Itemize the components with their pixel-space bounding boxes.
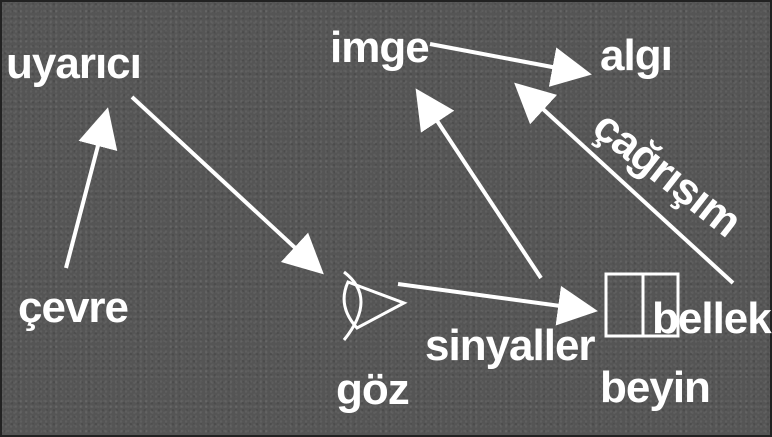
arrow-uyarici-to-goz bbox=[130, 95, 324, 275]
label-goz: göz bbox=[336, 365, 409, 414]
label-beyin: beyin bbox=[600, 363, 710, 412]
label-imge: imge bbox=[330, 23, 429, 72]
arrow-cevre-to-uyarici bbox=[64, 107, 118, 269]
label-algi: algı bbox=[600, 31, 672, 80]
arrow-bellek-to-algi bbox=[514, 82, 735, 285]
brain-box-icon bbox=[604, 272, 680, 338]
arrow-imge-to-algi bbox=[429, 42, 592, 87]
label-cevre: çevre bbox=[18, 283, 128, 332]
eye-icon bbox=[342, 270, 408, 341]
arrow-goz-to-beyin bbox=[397, 282, 598, 326]
label-sinyaller: sinyaller bbox=[425, 321, 595, 370]
label-uyarici: uyarıcı bbox=[6, 39, 141, 88]
arrow-sinyaller-to-imge bbox=[415, 88, 543, 280]
